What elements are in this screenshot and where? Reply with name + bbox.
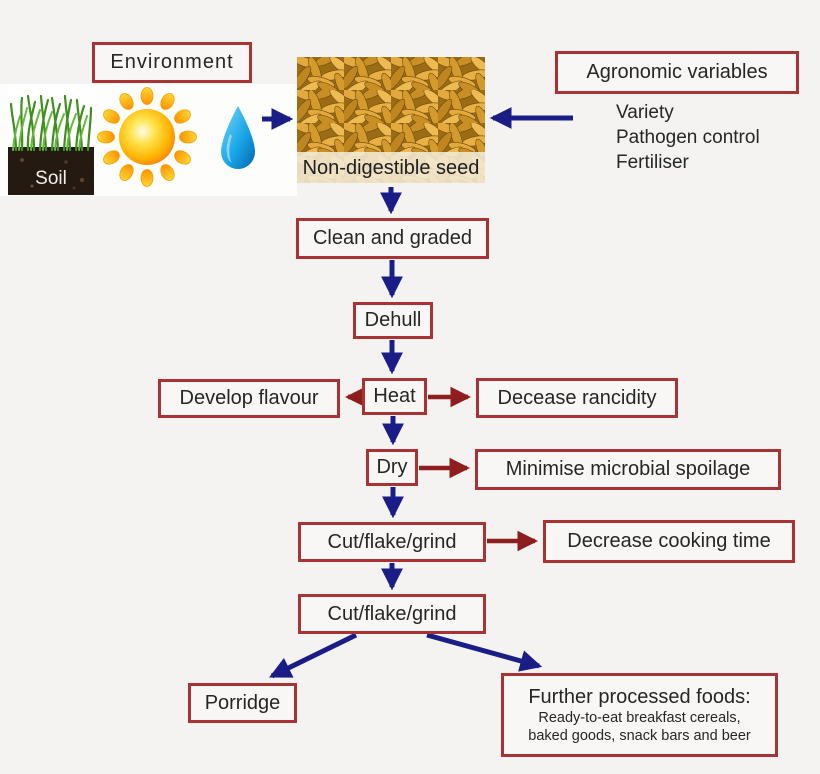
further-processed-foods-detail-line1: Ready-to-eat breakfast cereals, [538,710,741,726]
decease-rancidity-box: Decease rancidity [476,378,678,418]
agronomic-item-variety: Variety [616,102,674,123]
clean-and-graded-label: Clean and graded [312,227,472,249]
develop-flavour-label: Develop flavour [179,387,319,409]
agronomic-item-fertiliser: Fertiliser [616,152,689,173]
heat-label: Heat [373,385,416,407]
decrease-cooking-time-box: Decrease cooking time [543,520,795,563]
environment-label: Environment [110,51,234,73]
cut-flake-grind-label-2: Cut/flake/grind [327,602,457,625]
decrease-cooking-time-label: Decrease cooking time [567,530,771,552]
further-processed-foods-detail-line2: baked goods, snack bars and beer [528,728,751,744]
further-processed-foods-box: Further processed foods: Ready-to-eat br… [501,673,778,757]
agronomic-variables-label: Agronomic variables [586,61,768,83]
minimise-microbial-spoilage-label: Minimise microbial spoilage [505,458,751,480]
dehull-label: Dehull [364,309,422,331]
heat-box: Heat [362,378,427,415]
agronomic-items-list: Variety Pathogen control Fertiliser [616,100,760,175]
soil-label: Soil [35,168,67,189]
soil-grass-graphic [8,84,94,195]
dry-label: Dry [376,456,408,478]
dehull-box: Dehull [353,302,433,339]
develop-flavour-box: Develop flavour [158,379,340,418]
environment-box: Environment [92,42,252,83]
agronomic-variables-box: Agronomic variables [555,51,799,94]
sun-icon [97,87,197,187]
porridge-label: Porridge [204,691,281,714]
clean-and-graded-box: Clean and graded [296,218,489,259]
cut-flake-grind-box-1: Cut/flake/grind [298,522,486,562]
arrow-cut2-to-porridge [269,632,358,679]
non-digestible-seed-label: Non-digestible seed [302,157,480,179]
cut-flake-grind-label-1: Cut/flake/grind [327,530,457,553]
arrow-cut2-to-further-foods [426,632,543,672]
porridge-box: Porridge [188,683,297,723]
agronomic-item-pathogen-control: Pathogen control [616,127,760,148]
further-processed-foods-title: Further processed foods: [528,686,751,708]
soil-grass-image: Soil [8,84,94,195]
decease-rancidity-label: Decease rancidity [497,386,657,409]
cut-flake-grind-box-2: Cut/flake/grind [298,594,486,634]
grain-seeds-image [297,57,485,183]
minimise-microbial-spoilage-box: Minimise microbial spoilage [475,449,781,490]
dry-box: Dry [366,449,418,486]
water-drop-icon [218,104,258,176]
